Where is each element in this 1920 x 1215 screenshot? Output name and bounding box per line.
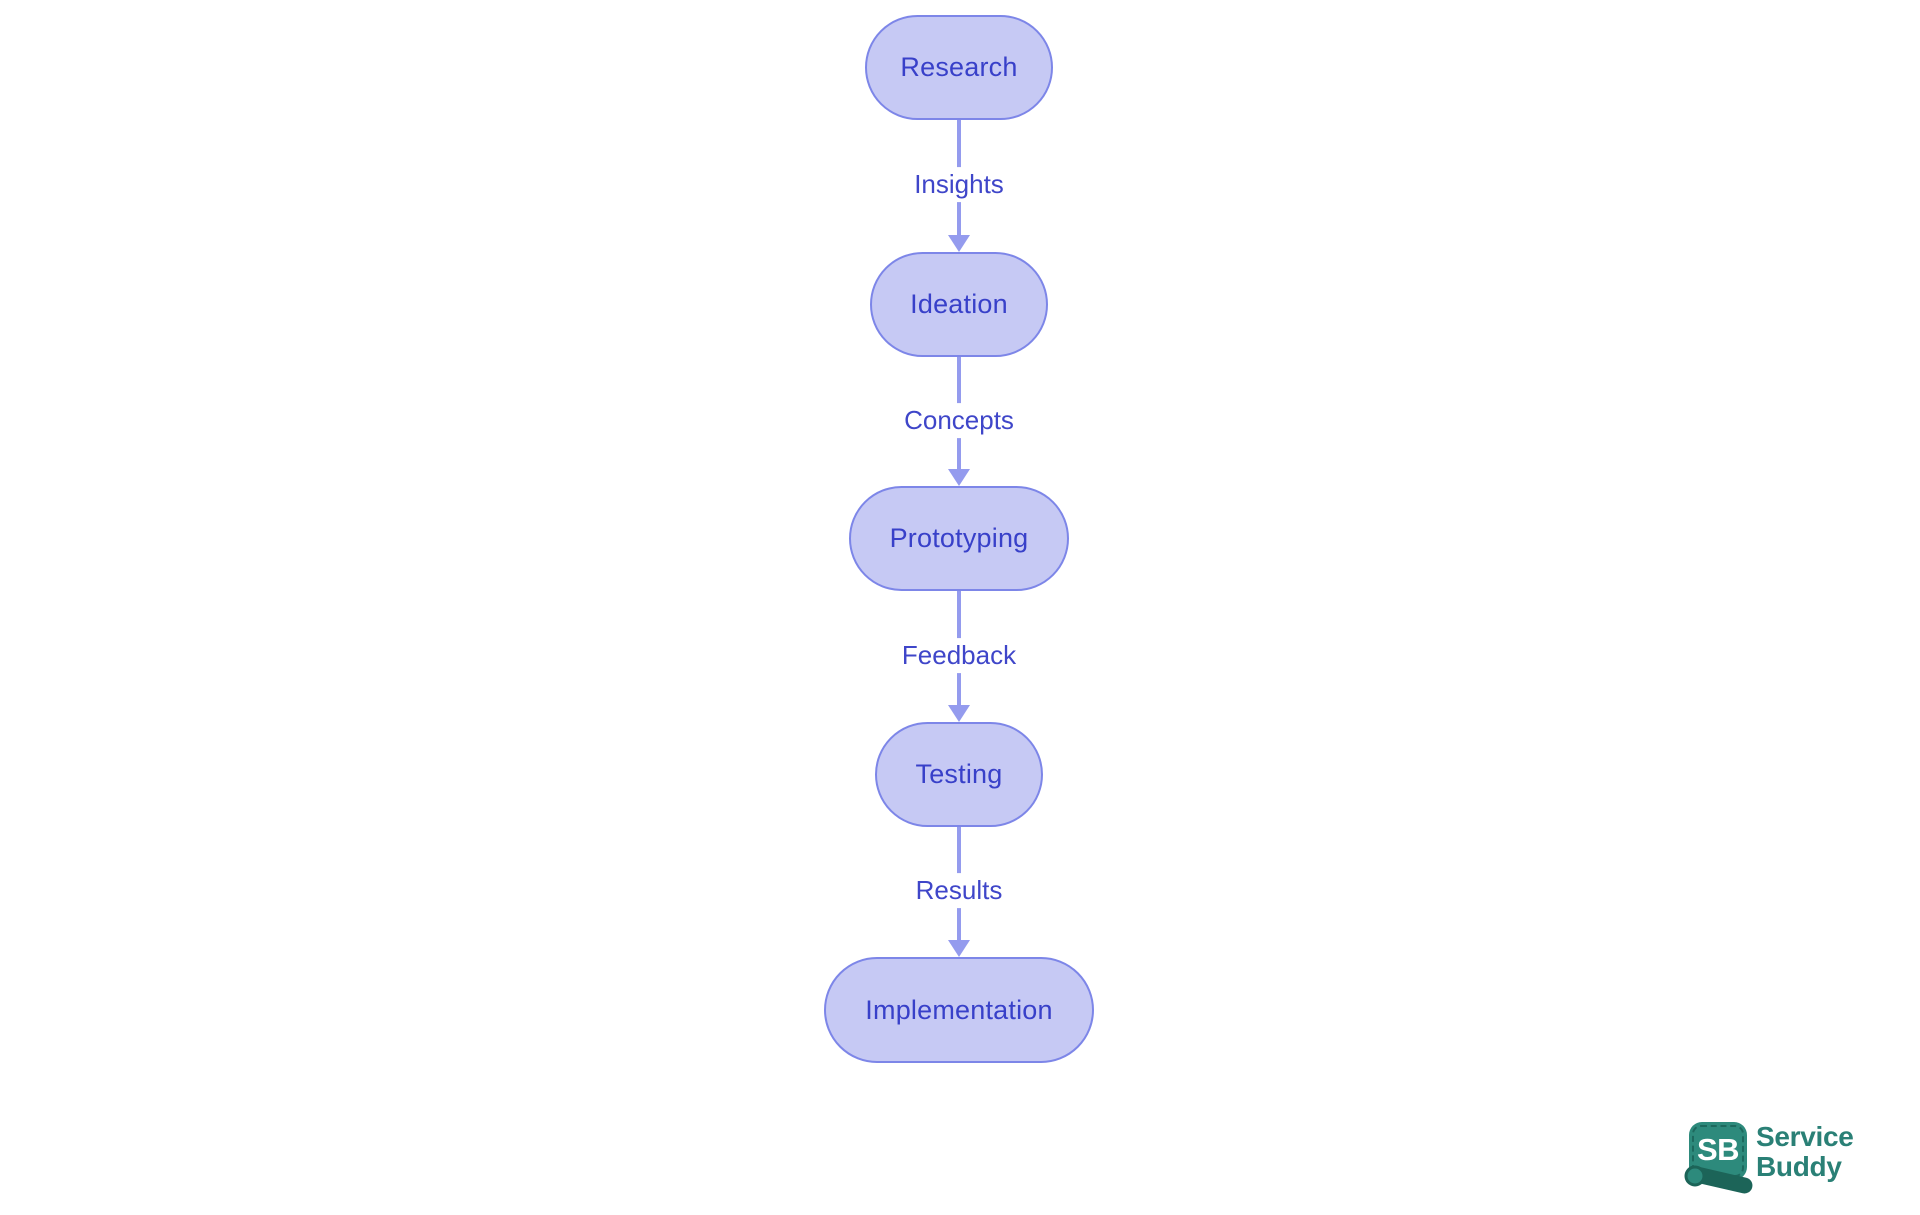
edge-research-ideation: Insights: [849, 120, 1069, 252]
arrowhead-down-icon: [948, 469, 970, 486]
brand-name-line2: Buddy: [1756, 1151, 1842, 1182]
brand-name-line1: Service: [1756, 1121, 1854, 1152]
edge-label-concepts: Concepts: [894, 402, 1024, 438]
edge-label-feedback: Feedback: [891, 637, 1027, 673]
arrowhead-down-icon: [948, 705, 970, 722]
page-curl-icon: [1684, 1165, 1753, 1194]
flow-node-implementation: Implementation: [824, 957, 1094, 1063]
edge-label-results: Results: [905, 873, 1013, 909]
brand-name: Service Buddy: [1756, 1122, 1854, 1182]
flow-node-prototyping: Prototyping: [849, 486, 1069, 591]
edge-prototyping-testing: Feedback: [849, 591, 1069, 722]
flow-node-ideation: Ideation: [870, 252, 1048, 357]
edge-label-insights: Insights: [904, 167, 1014, 203]
arrowhead-down-icon: [948, 940, 970, 957]
edge-testing-implementation: Results: [849, 827, 1069, 957]
edge-ideation-prototyping: Concepts: [849, 357, 1069, 486]
arrowhead-down-icon: [948, 235, 970, 252]
flow-node-research: Research: [865, 15, 1053, 120]
flow-node-testing: Testing: [875, 722, 1043, 827]
brand-logo: SB Service Buddy: [1684, 1122, 1879, 1197]
